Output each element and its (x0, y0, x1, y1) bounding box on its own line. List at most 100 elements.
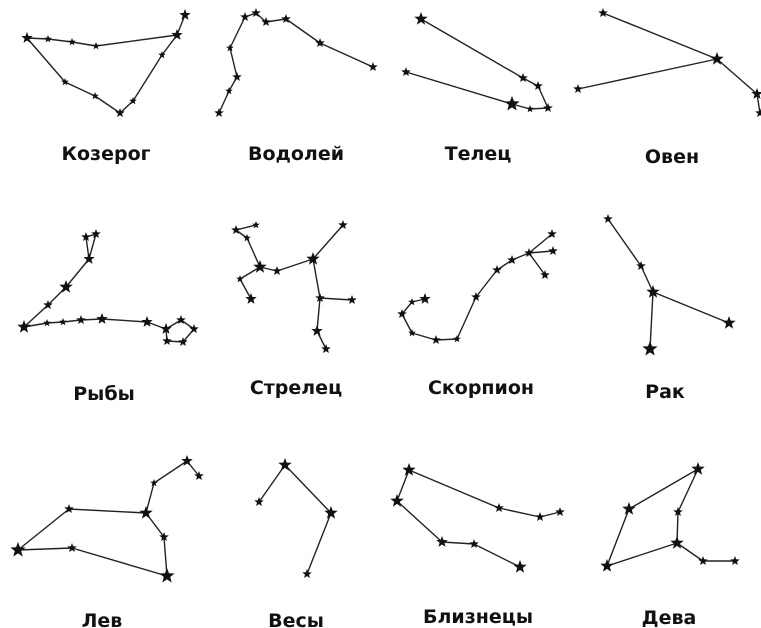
gemini-star-icon (535, 512, 545, 521)
aquarius-link (320, 43, 373, 67)
gemini-star-icon (555, 507, 565, 516)
sagittarius-star-icon (321, 344, 331, 353)
cancer-star-icon (603, 214, 613, 223)
capricorn-link (27, 38, 65, 82)
cancer-star-icon (642, 341, 657, 356)
capricorn-star-icon (44, 35, 52, 42)
sagittarius-star-icon (236, 275, 244, 282)
sagittarius-link (240, 279, 251, 299)
capricorn-link (95, 96, 120, 113)
constellation-aquarius (214, 8, 378, 117)
sagittarius-link (313, 225, 343, 259)
aquarius-link (219, 91, 229, 113)
scorpio-star-icon (419, 293, 430, 304)
capricorn-star-icon (21, 32, 32, 43)
cancer-star-icon (722, 316, 735, 329)
pisces-star-icon (43, 319, 51, 326)
virgo-link (629, 469, 698, 509)
taurus-star-icon (533, 81, 543, 90)
taurus-link (421, 19, 523, 78)
scorpio-star-icon (492, 265, 502, 274)
label-sagittarius: Стрелец (250, 377, 342, 399)
virgo-star-icon (600, 559, 613, 572)
label-pisces: Рыбы (73, 383, 135, 405)
capricorn-star-icon (179, 9, 190, 20)
gemini-star-icon (513, 560, 526, 573)
scorpio-link (529, 234, 552, 253)
sagittarius-star-icon (311, 325, 322, 336)
taurus-star-icon (504, 96, 519, 111)
label-capricorn: Козерог (61, 143, 150, 165)
gemini-link (474, 544, 520, 567)
cancer-link (608, 219, 641, 266)
libra-star-icon (278, 458, 291, 471)
leo-star-icon (67, 543, 77, 552)
capricorn-link (96, 35, 177, 46)
constellation-cancer (603, 214, 736, 356)
taurus-star-icon (414, 12, 427, 25)
constellation-labels: Козерог Водолей Телец Овен Рыбы Стрелец … (61, 143, 699, 628)
virgo-star-icon (622, 502, 635, 515)
taurus-star-icon (543, 103, 553, 112)
gemini-link (397, 470, 409, 501)
sagittarius-star-icon (338, 220, 348, 229)
pisces-star-icon (76, 315, 86, 324)
capricorn-link (133, 55, 162, 101)
sagittarius-star-icon (347, 295, 357, 304)
aries-star-icon (573, 84, 583, 93)
sagittarius-star-icon (252, 221, 260, 228)
constellation-virgo (600, 462, 740, 572)
taurus-star-icon (401, 67, 411, 76)
virgo-link (607, 509, 629, 566)
pisces-star-icon (162, 336, 172, 345)
constellation-gemini (390, 463, 565, 573)
aquarius-star-icon (225, 87, 233, 94)
constellation-leo (10, 455, 203, 583)
gemini-link (397, 501, 442, 542)
libra-link (285, 465, 331, 513)
label-libra: Весы (268, 610, 324, 628)
leo-star-icon (10, 542, 25, 557)
scorpio-star-icon (408, 329, 416, 336)
aries-star-icon (755, 108, 761, 117)
sagittarius-star-icon (245, 293, 256, 304)
constellation-libra (254, 458, 338, 578)
capricorn-link (72, 42, 96, 46)
scorpio-star-icon (548, 246, 558, 255)
virgo-link (677, 543, 703, 561)
virgo-star-icon (691, 462, 704, 475)
label-cancer: Рак (645, 381, 685, 403)
pisces-link (66, 259, 89, 287)
label-taurus: Телец (445, 143, 512, 165)
scorpio-star-icon (431, 335, 441, 344)
sagittarius-link (277, 259, 313, 271)
capricorn-link (65, 82, 95, 96)
taurus-link (406, 72, 512, 104)
pisces-star-icon (83, 253, 94, 264)
pisces-star-icon (141, 316, 152, 327)
leo-link (154, 461, 187, 483)
aries-link (717, 59, 757, 94)
constellation-sagittarius (231, 220, 357, 353)
virgo-star-icon (698, 556, 708, 565)
gemini-star-icon (494, 503, 504, 512)
label-aquarius: Водолей (248, 143, 344, 165)
label-gemini: Близнецы (423, 606, 533, 628)
scorpio-star-icon (453, 335, 461, 342)
sagittarius-star-icon (272, 266, 282, 275)
label-virgo: Дева (642, 607, 697, 628)
sagittarius-star-icon (243, 234, 251, 241)
virgo-star-icon (730, 556, 740, 565)
libra-star-icon (302, 569, 312, 578)
aries-link (603, 13, 717, 59)
leo-link (18, 548, 72, 550)
aquarius-star-icon (368, 62, 378, 71)
gemini-star-icon (402, 463, 415, 476)
sagittarius-link (317, 298, 320, 331)
taurus-star-icon (518, 73, 528, 82)
pisces-link (89, 234, 96, 259)
aries-star-icon (598, 8, 608, 17)
constellation-figures (10, 8, 761, 583)
scorpio-link (457, 297, 476, 339)
capricorn-star-icon (171, 29, 182, 40)
